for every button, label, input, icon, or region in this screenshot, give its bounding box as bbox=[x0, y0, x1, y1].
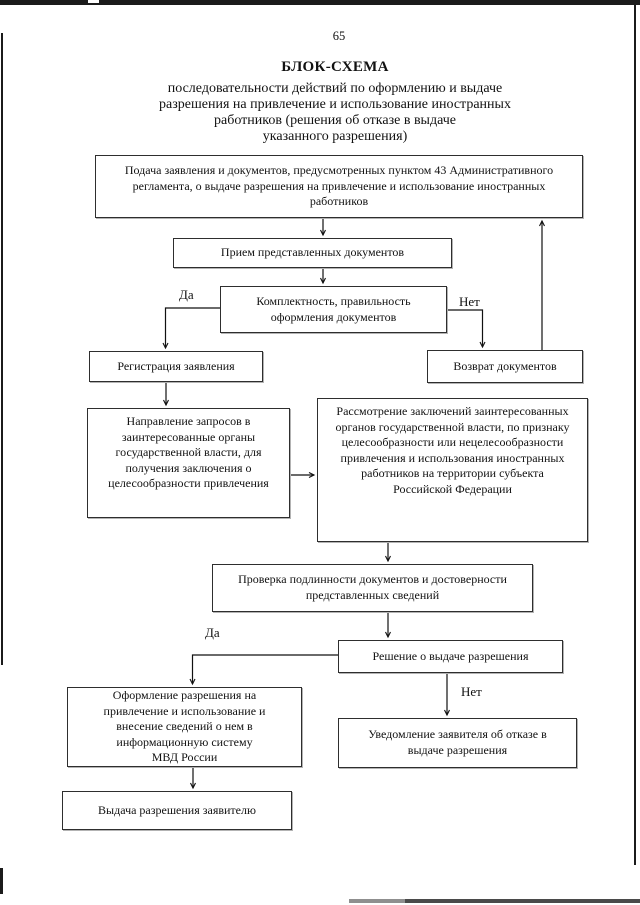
flow-box-review-conclusions: Рассмотрение заключений заинтересованных… bbox=[317, 398, 588, 542]
flow-box-return-documents: Возврат документов bbox=[427, 350, 583, 383]
scan-edge-left bbox=[1, 33, 3, 665]
flow-box-permit-processing: Оформление разрешения на привлечение и и… bbox=[67, 687, 302, 767]
branch-label-yes-bottom: Да bbox=[205, 625, 220, 640]
scan-edge-bottom-dark bbox=[405, 899, 640, 903]
page-number: 65 bbox=[332, 29, 346, 43]
page-title: БЛОК-СХЕМА bbox=[281, 59, 389, 75]
branch-label-no-top: Нет bbox=[459, 294, 480, 309]
subtitle-line-2: разрешения на привлечение и использовани… bbox=[159, 97, 511, 112]
page-subtitle: последовательности действий по оформлени… bbox=[60, 81, 610, 145]
flow-box-registration: Регистрация заявления bbox=[89, 351, 263, 382]
scan-edge-bottom-light bbox=[349, 899, 405, 903]
scan-edge-top-gap bbox=[88, 0, 99, 3]
branch-label-yes-top: Да bbox=[179, 287, 194, 302]
arrow-no-to-return bbox=[446, 309, 486, 349]
flow-box-completeness-check: Комплектность, правильность оформления д… bbox=[220, 286, 447, 333]
branch-label-no-bottom: Нет bbox=[461, 684, 482, 699]
subtitle-line-3: работников (решения об отказе в выдаче bbox=[213, 113, 456, 128]
arrow-yes-to-registration bbox=[162, 307, 220, 350]
scan-edge-right bbox=[634, 5, 636, 865]
arrow-yes-to-processing bbox=[189, 654, 338, 686]
scan-edge-top bbox=[0, 0, 640, 5]
flow-box-submission: Подача заявления и документов, предусмот… bbox=[95, 155, 583, 218]
subtitle-line-1: последовательности действий по оформлени… bbox=[167, 81, 503, 96]
flow-box-reception: Прием представленных документов bbox=[173, 238, 452, 268]
flow-box-authenticity-check: Проверка подлинности документов и достов… bbox=[212, 564, 533, 612]
flow-box-send-requests: Направление запросов в заинтересованные … bbox=[87, 408, 290, 518]
subtitle-line-4: указанного разрешения) bbox=[262, 129, 408, 144]
flow-box-permit-issuance: Выдача разрешения заявителю bbox=[62, 791, 292, 830]
flow-box-issue-decision: Решение о выдаче разрешения bbox=[338, 640, 563, 673]
flow-box-refusal-notification: Уведомление заявителя об отказе в выдаче… bbox=[338, 718, 577, 768]
scan-edge-left-bottom-tick bbox=[0, 868, 3, 894]
